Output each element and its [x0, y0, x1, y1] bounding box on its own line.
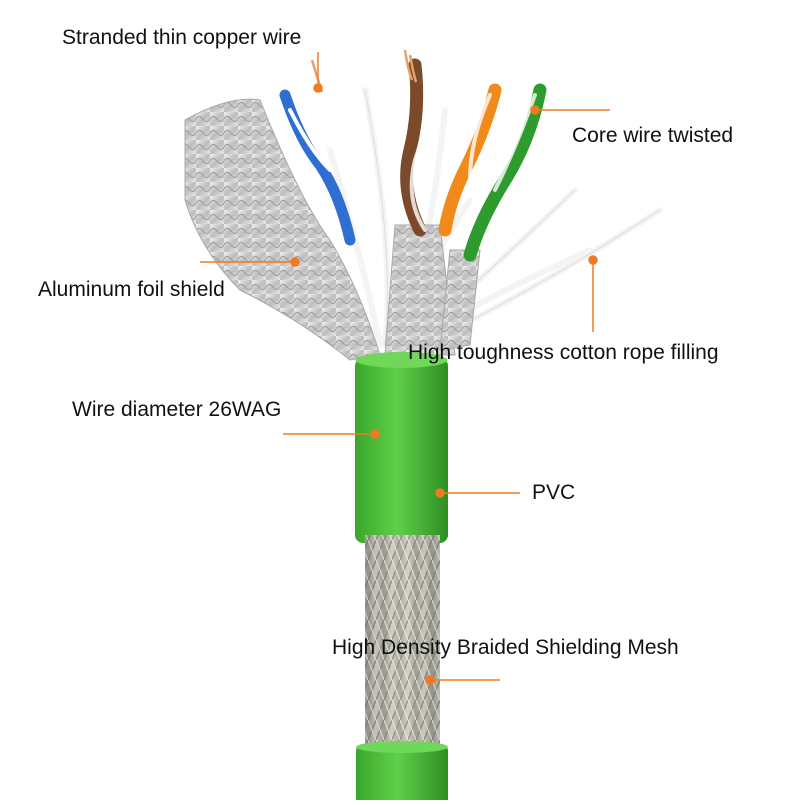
label-stranded-copper: Stranded thin copper wire [62, 26, 302, 49]
copper-strands [310, 49, 418, 93]
twisted-pairs [279, 58, 547, 262]
aluminum-foil [184, 98, 381, 361]
label-braided-mesh: High Density Braided Shielding Mesh [332, 636, 679, 659]
label-wire-diameter: Wire diameter 26WAG [72, 398, 282, 421]
label-core-twisted: Core wire twisted [572, 124, 734, 147]
label-aluminum-foil: Aluminum foil shield [38, 278, 225, 301]
label-cotton-filling: High toughness cotton rope filling [408, 341, 719, 364]
leader-lines [200, 52, 610, 685]
pvc-jacket [355, 358, 448, 543]
label-pvc: PVC [532, 481, 576, 504]
